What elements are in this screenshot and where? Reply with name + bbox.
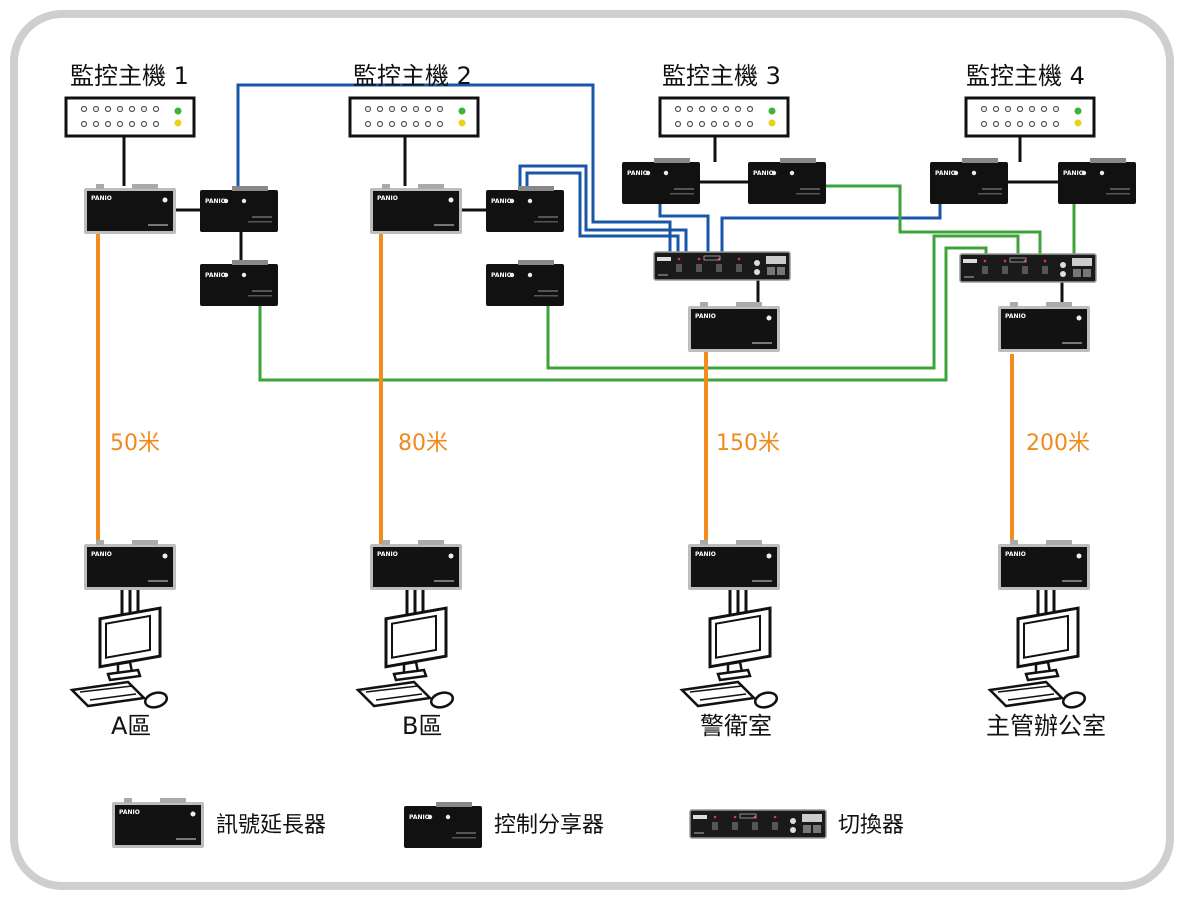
switch-icon: [689, 809, 827, 839]
kvm-switch-2: [959, 253, 1097, 283]
splitter-3b: [748, 158, 826, 204]
host-3-label: 監控主機 3: [662, 62, 781, 90]
host-4-label: 監控主機 4: [966, 62, 1085, 90]
host-2-label: 監控主機 2: [353, 62, 472, 90]
outer-frame: [10, 10, 1174, 890]
extender-local-3: [688, 302, 780, 352]
splitter-icon: [404, 802, 482, 848]
legend: 訊號延長器 控制分享器 切換器: [112, 798, 904, 848]
splitter-3a: [622, 158, 700, 204]
splitter-4b: [1058, 158, 1136, 204]
orange-cables: [96, 234, 1014, 544]
host-3: 監控主機 3: [658, 62, 790, 138]
distance-label-4: 200米: [1026, 431, 1090, 456]
black-cables: [122, 136, 1064, 306]
splitter-2b: [486, 260, 564, 306]
host-1-label: 監控主機 1: [70, 62, 189, 90]
blue-cables: [236, 83, 942, 252]
extender-local-2: [370, 184, 462, 234]
distance-label-3: 150米: [716, 431, 780, 456]
host-2: 監控主機 2: [348, 62, 480, 138]
extender-icon: [112, 798, 204, 848]
host-4: 監控主機 4: [964, 62, 1096, 138]
extender-remote-4: [998, 540, 1090, 590]
distance-label-1: 50米: [110, 431, 160, 456]
splitter-1b: [200, 260, 278, 306]
location-label-office: 主管辦公室: [986, 712, 1106, 740]
extender-remote-1: [84, 540, 176, 590]
kvm-switch-1: [653, 251, 791, 281]
distance-label-2: 80米: [398, 431, 448, 456]
green-cables: [258, 184, 1076, 382]
splitter-2a: [486, 186, 564, 232]
location-label-guard: 警衛室: [700, 712, 772, 740]
legend-label-extender: 訊號延長器: [216, 813, 326, 838]
extender-local-4: [998, 302, 1090, 352]
location-label-b: B區: [402, 712, 442, 740]
legend-label-switch: 切換器: [838, 813, 904, 838]
legend-label-splitter: 控制分享器: [494, 813, 604, 838]
extender-remote-2: [370, 540, 462, 590]
extender-local-1: [84, 184, 176, 234]
host-1: 監控主機 1: [64, 62, 196, 138]
extender-remote-3: [688, 540, 780, 590]
splitter-1a: [200, 186, 278, 232]
splitter-4a: [930, 158, 1008, 204]
location-label-a: A區: [111, 712, 151, 740]
